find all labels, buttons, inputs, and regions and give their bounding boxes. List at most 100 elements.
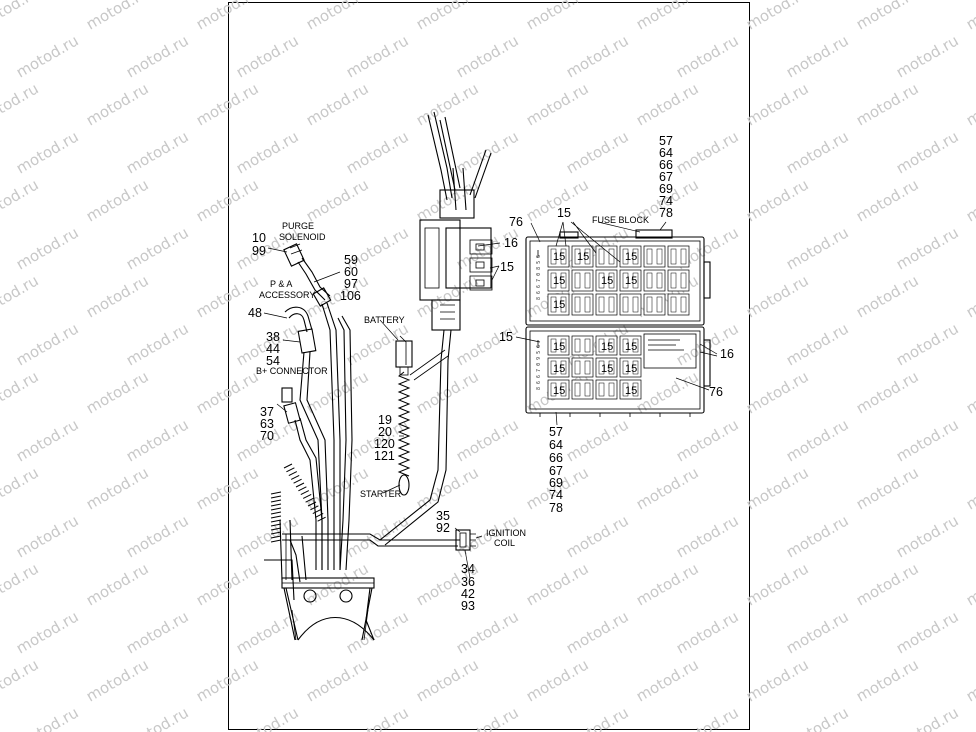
watermark-text: motod.ru	[963, 463, 976, 513]
callout-48: 48	[248, 306, 262, 320]
fuse-label-15: 15	[625, 251, 637, 263]
fuse-label-15: 15	[601, 363, 613, 375]
watermark-text: motod.ru	[963, 367, 976, 417]
label-purge-line2: SOLENOID	[279, 232, 326, 242]
watermark-text: motod.ru	[453, 31, 522, 81]
watermark-text: motod.ru	[673, 511, 742, 561]
watermark-text: motod.ru	[0, 0, 42, 33]
fuse-label-15: 15	[601, 275, 613, 287]
watermark-text: motod.ru	[0, 175, 42, 225]
watermark-text: motod.ru	[193, 655, 262, 705]
callout-37: 37	[260, 405, 274, 419]
fuse-blade	[608, 360, 615, 375]
fuse-blade	[608, 382, 615, 397]
callout-76-bottom: 76	[709, 385, 723, 399]
fuse-label-15: 15	[625, 275, 637, 287]
watermark-text: motod.ru	[893, 511, 962, 561]
leader-lines	[263, 221, 718, 579]
callout-fuse-top-67: 67	[659, 170, 673, 184]
watermark-text: motod.ru	[963, 0, 976, 33]
fuse-blade	[550, 382, 557, 397]
watermark-text: motod.ru	[783, 127, 852, 177]
fuse-blade	[656, 248, 663, 265]
watermark-text: motod.ru	[413, 0, 482, 33]
watermark-text: motod.ru	[743, 655, 812, 705]
fuse-blade	[656, 272, 663, 289]
fuse-slot	[571, 293, 594, 316]
watermark-text: motod.ru	[83, 79, 152, 129]
watermark-text: motod.ru	[233, 607, 302, 657]
watermark-text: motod.ru	[123, 607, 192, 657]
fuse-blade	[680, 248, 687, 265]
fuse-slot	[667, 293, 690, 316]
callout-63: 63	[260, 417, 274, 431]
watermark-text: motod.ru	[13, 607, 82, 657]
fuse-slot	[595, 293, 618, 316]
watermark-text: motod.ru	[83, 463, 152, 513]
fuse-blade	[550, 296, 557, 313]
watermark-text: motod.ru	[893, 607, 962, 657]
watermark-text: motod.ru	[413, 271, 482, 321]
watermark-text: motod.ru	[453, 607, 522, 657]
fuse-blade	[584, 272, 591, 289]
watermark-text: motod.ru	[13, 319, 82, 369]
watermark-text: motod.ru	[233, 127, 302, 177]
watermark-text: motod.ru	[743, 271, 812, 321]
label-fuse-block: FUSE BLOCK	[592, 215, 649, 225]
watermark-text: motod.ru	[563, 607, 632, 657]
watermark-text: motod.ru	[0, 79, 42, 129]
fuse-slot	[571, 357, 594, 378]
watermark-text: motod.ru	[563, 127, 632, 177]
fuse-slot	[643, 293, 666, 316]
fuse-slot	[595, 245, 618, 268]
callout-fuse-top-57: 57	[659, 134, 673, 148]
fuse-label-15: 15	[553, 385, 565, 397]
fuse-slot	[667, 269, 690, 292]
watermark-text: motod.ru	[193, 175, 262, 225]
watermark-text: motod.ru	[83, 367, 152, 417]
watermark-text: motod.ru	[303, 79, 372, 129]
fuse-blade	[632, 296, 639, 313]
fuse-blade	[574, 382, 581, 397]
fuse-label-15: 15	[553, 341, 565, 353]
fuse-blade	[622, 272, 629, 289]
callout-42: 42	[461, 587, 475, 601]
watermark-text: motod.ru	[13, 703, 82, 732]
watermark-text: motod.ru	[563, 31, 632, 81]
fuse-slot	[547, 357, 570, 378]
watermark-text: motod.ru	[13, 127, 82, 177]
watermark-text: motod.ru	[343, 607, 412, 657]
callout-121: 121	[374, 449, 395, 463]
fuse-label-15: 15	[601, 341, 613, 353]
callout-99: 99	[252, 244, 266, 258]
label-ignition-line1: IGNITION	[486, 528, 526, 538]
watermark-text: motod.ru	[673, 607, 742, 657]
watermark-text: motod.ru	[853, 559, 922, 609]
watermark-text: motod.ru	[673, 415, 742, 465]
watermark-text: motod.ru	[123, 319, 192, 369]
fuse-slot	[547, 269, 570, 292]
fuse-blade	[598, 338, 605, 353]
fuse-blade	[632, 338, 639, 353]
watermark-text: motod.ru	[193, 559, 262, 609]
fuse-label-15: 15	[553, 275, 565, 287]
callout-70: 70	[260, 429, 274, 443]
fuse-blade	[550, 248, 557, 265]
fuse-blade	[550, 272, 557, 289]
watermark-text: motod.ru	[83, 0, 152, 33]
fuse-slot	[619, 269, 642, 292]
label-bplus: B+ CONNECTOR	[256, 366, 328, 376]
watermark-text: motod.ru	[343, 319, 412, 369]
watermark-text: motod.ru	[0, 271, 42, 321]
watermark-text: motod.ru	[893, 703, 962, 732]
fuse-blade	[670, 272, 677, 289]
fuse-blade	[646, 296, 653, 313]
fuse-slot	[547, 335, 570, 356]
watermark-text: motod.ru	[303, 655, 372, 705]
fuse-slot	[619, 379, 642, 400]
callout-97: 97	[344, 277, 358, 291]
fuse-blade	[598, 248, 605, 265]
watermark-text: motod.ru	[83, 271, 152, 321]
